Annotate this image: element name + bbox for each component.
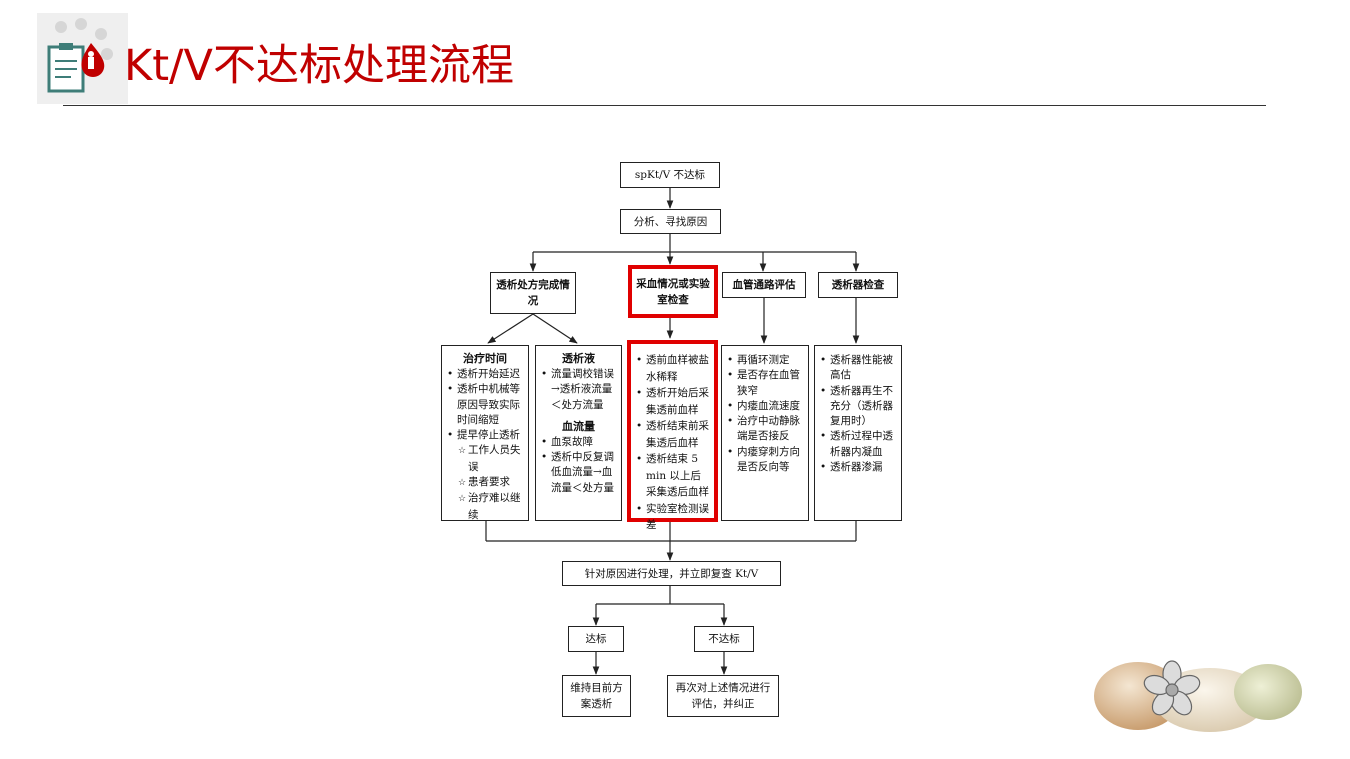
category-prescription-label: 透析处方完成情况: [496, 279, 570, 307]
analyze-node-label: 分析、寻找原因: [633, 215, 708, 228]
detail-treatment-time-heading: 治疗时间: [463, 352, 507, 365]
action-node-label: 针对原因进行处理，并立即复查 Kt/V: [584, 567, 759, 580]
list-item: 血泵故障: [541, 435, 616, 450]
list-item: 是否存在血管狭窄: [727, 368, 803, 399]
list-item: 透析中反复调低血流量→血流量＜处方量: [541, 450, 616, 496]
category-prescription: 透析处方完成情况: [490, 272, 576, 314]
category-dialyzer-label: 透析器检查: [831, 279, 885, 291]
action-node: 针对原因进行处理，并立即复查 Kt/V: [562, 561, 781, 586]
list-item: 治疗中动静脉端是否接反: [727, 414, 803, 445]
category-access-label: 血管通路评估: [732, 279, 796, 291]
detail-blood-flow-heading: 血流量: [562, 419, 595, 433]
list-item: 内瘘血流速度: [727, 399, 803, 414]
logo-clipboard-icon: [37, 13, 128, 104]
list-item: 治疗难以继续: [447, 491, 523, 523]
start-node: spKt/V 不达标: [620, 162, 720, 188]
list-item: 透析器渗漏: [820, 460, 896, 475]
detail-dialysate-heading: 透析液: [562, 352, 595, 365]
result-fail-label: 再次对上述情况进行评估，并纠正: [675, 682, 771, 710]
analyze-node: 分析、寻找原因: [620, 209, 721, 234]
title-divider: [63, 105, 1266, 106]
list-item: 透析结束前采集透后血样: [636, 418, 709, 451]
list-item: 透析过程中透析器内凝血: [820, 429, 896, 460]
detail-treatment-time: 治疗时间 透析开始延迟 透析中机械等原因导致实际时间缩短 提早停止透析 工作人员…: [441, 345, 529, 521]
list-item: 实验室检测误差: [636, 501, 709, 534]
start-node-label: spKt/V 不达标: [634, 169, 706, 181]
list-item: 透析器性能被高估: [820, 353, 896, 384]
page-title: Kt/V不达标处理流程: [124, 41, 514, 91]
result-pass-node: 维持目前方案透析: [562, 675, 631, 717]
category-sampling-label: 采血情况或实验室检查: [636, 277, 710, 306]
list-item: 透前血样被盐水稀释: [636, 352, 709, 385]
list-item: 透析开始延迟: [447, 367, 523, 382]
outcome-fail-label: 不达标: [708, 633, 740, 645]
list-item: 提早停止透析: [447, 428, 523, 443]
result-fail-node: 再次对上述情况进行评估，并纠正: [667, 675, 779, 717]
outcome-pass-label: 达标: [585, 633, 607, 645]
list-item: 流量调校错误→透析液流量＜处方流量: [541, 367, 616, 413]
category-sampling: 采血情况或实验室检查: [628, 265, 718, 318]
outcome-pass-node: 达标: [568, 626, 624, 652]
result-pass-label: 维持目前方案透析: [570, 682, 623, 710]
category-access: 血管通路评估: [722, 272, 806, 298]
list-item: 再循环测定: [727, 353, 803, 368]
detail-dialyzer: 透析器性能被高估 透析器再生不充分（透析器复用时） 透析过程中透析器内凝血 透析…: [814, 345, 902, 521]
category-dialyzer: 透析器检查: [818, 272, 898, 298]
detail-access: 再循环测定 是否存在血管狭窄 内瘘血流速度 治疗中动静脉端是否接反 内瘘穿刺方向…: [721, 345, 809, 521]
detail-sampling: 透前血样被盐水稀释 透析开始后采集透前血样 透析结束前采集透后血样 透析结束 5…: [627, 340, 718, 531]
pebbles-flower-icon: [1094, 660, 1302, 732]
list-item: 内瘘穿刺方向是否反向等: [727, 445, 803, 476]
list-item: 透析中机械等原因导致实际时间缩短: [447, 382, 523, 428]
detail-dialysate: 透析液 流量调校错误→透析液流量＜处方流量 血流量 血泵故障 透析中反复调低血流…: [535, 345, 622, 521]
outcome-fail-node: 不达标: [694, 626, 754, 652]
list-item: 患者要求: [447, 475, 523, 491]
list-item: 透析开始后采集透前血样: [636, 385, 709, 418]
list-item: 透析器再生不充分（透析器复用时）: [820, 384, 896, 430]
list-item: 工作人员失误: [447, 443, 523, 475]
list-item: 透析结束 5 min 以上后采集透后血样: [636, 451, 709, 501]
